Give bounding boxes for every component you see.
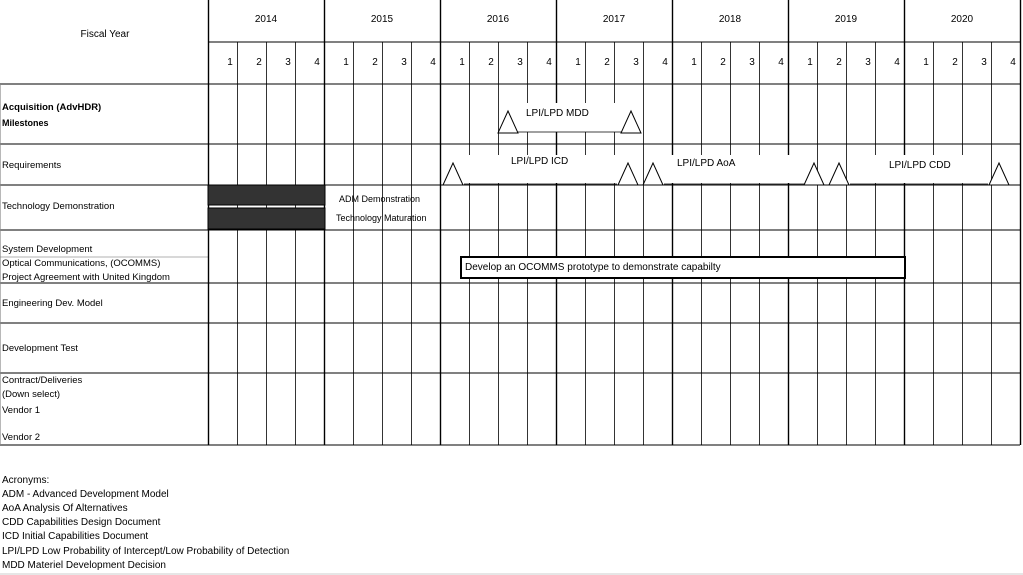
milestone-label-aoa: LPI/LPD AoA: [677, 158, 736, 169]
row-label-milestones: Milestones: [2, 118, 49, 128]
ocomms-prototype-bar: [460, 256, 906, 279]
quarter-label: 4: [894, 57, 900, 68]
year-label-2015: 2015: [370, 14, 394, 25]
row-label-ocomms: Optical Communications, (OCOMMS): [2, 258, 161, 269]
quarter-label: 2: [604, 57, 610, 68]
quarter-label: 3: [633, 57, 639, 68]
row-label-development-test: Development Test: [2, 343, 78, 354]
acronym-cdd: CDD Capabilities Design Document: [2, 517, 161, 528]
acronyms-title: Acronyms:: [2, 475, 50, 486]
quarter-label: 3: [865, 57, 871, 68]
quarter-label: 1: [343, 57, 349, 68]
aoa-label-band: [664, 155, 804, 183]
year-label-2019: 2019: [834, 14, 858, 25]
quarter-label: 4: [546, 57, 552, 68]
year-label-2016: 2016: [486, 14, 510, 25]
quarter-label: 4: [662, 57, 668, 68]
year-label-2017: 2017: [602, 14, 626, 25]
quarter-label: 4: [1010, 57, 1016, 68]
icd-milestone-triangle-start: [442, 161, 464, 186]
cdd-milestone-triangle-start: [828, 161, 850, 186]
ocomms-bar-label: Develop an OCOMMS prototype to demonstra…: [465, 262, 721, 273]
quarter-label: 1: [923, 57, 929, 68]
icd-label-band: [464, 155, 617, 183]
year-label-2018: 2018: [718, 14, 742, 25]
year-label-2014: 2014: [254, 14, 278, 25]
quarter-label: 1: [459, 57, 465, 68]
quarter-label: 3: [749, 57, 755, 68]
cdd-milestone-triangle-end: [988, 161, 1010, 186]
quarter-label: 4: [314, 57, 320, 68]
acronym-mdd: MDD Materiel Development Decision: [2, 560, 166, 571]
quarter-label: 1: [575, 57, 581, 68]
quarter-label: 3: [401, 57, 407, 68]
row-label-down-select: (Down select): [2, 389, 61, 400]
row-label-project-agreement: Project Agreement with United Kingdom: [2, 272, 170, 283]
schedule-marks: [207, 103, 1010, 279]
quarter-label: 2: [836, 57, 842, 68]
row-label-technology-demonstration: Technology Demonstration: [2, 201, 115, 212]
quarter-label: 3: [517, 57, 523, 68]
quarter-label: 3: [285, 57, 291, 68]
milestone-label-icd: LPI/LPD ICD: [511, 156, 569, 167]
adm-demonstration-bar: [207, 184, 326, 206]
fiscal-year-label: Fiscal Year: [80, 29, 130, 40]
row-label-engineering-dev-model: Engineering Dev. Model: [2, 298, 103, 309]
technology-maturation-label: Technology Maturation: [336, 213, 427, 223]
mdd-milestone-triangle-start: [497, 109, 519, 134]
technology-maturation-bar: [207, 207, 326, 230]
quarter-label: 1: [807, 57, 813, 68]
row-label-contract-deliveries: Contract/Deliveries: [2, 375, 83, 386]
milestone-label-mdd: LPI/LPD MDD: [526, 108, 589, 119]
quarter-label: 1: [691, 57, 697, 68]
mdd-milestone-triangle-end: [620, 109, 642, 134]
row-label-system-development: System Development: [2, 244, 93, 255]
acronym-lpi-lpd: LPI/LPD Low Probability of Intercept/Low…: [2, 546, 290, 557]
row-label-vendor-1: Vendor 1: [2, 405, 41, 416]
quarter-label: 2: [256, 57, 262, 68]
quarter-label: 2: [720, 57, 726, 68]
quarter-label: 1: [227, 57, 233, 68]
row-label-acquisition: Acquisition (AdvHDR): [2, 102, 102, 113]
quarter-label: 2: [488, 57, 494, 68]
aoa-milestone-triangle-end: [803, 161, 825, 186]
row-label-requirements: Requirements: [2, 160, 62, 171]
quarter-label: 4: [778, 57, 784, 68]
adm-demonstration-label: ADM Demonstration: [339, 194, 421, 204]
quarter-label: 2: [952, 57, 958, 68]
year-label-2020: 2020: [950, 14, 974, 25]
cdd-label-band: [850, 155, 988, 183]
acronym-aoa: AoA Analysis Of Alternatives: [2, 503, 128, 514]
aoa-milestone-triangle-start: [642, 161, 664, 186]
acronym-adm: ADM - Advanced Development Model: [2, 489, 169, 500]
milestone-label-cdd: LPI/LPD CDD: [889, 160, 951, 171]
icd-milestone-triangle-end: [617, 161, 639, 186]
quarter-label: 3: [981, 57, 987, 68]
quarter-label: 4: [430, 57, 436, 68]
mdd-label-band: [518, 103, 621, 132]
row-label-vendor-2: Vendor 2: [2, 432, 41, 443]
acronym-icd: ICD Initial Capabilities Document: [2, 531, 149, 542]
quarter-label: 2: [372, 57, 378, 68]
